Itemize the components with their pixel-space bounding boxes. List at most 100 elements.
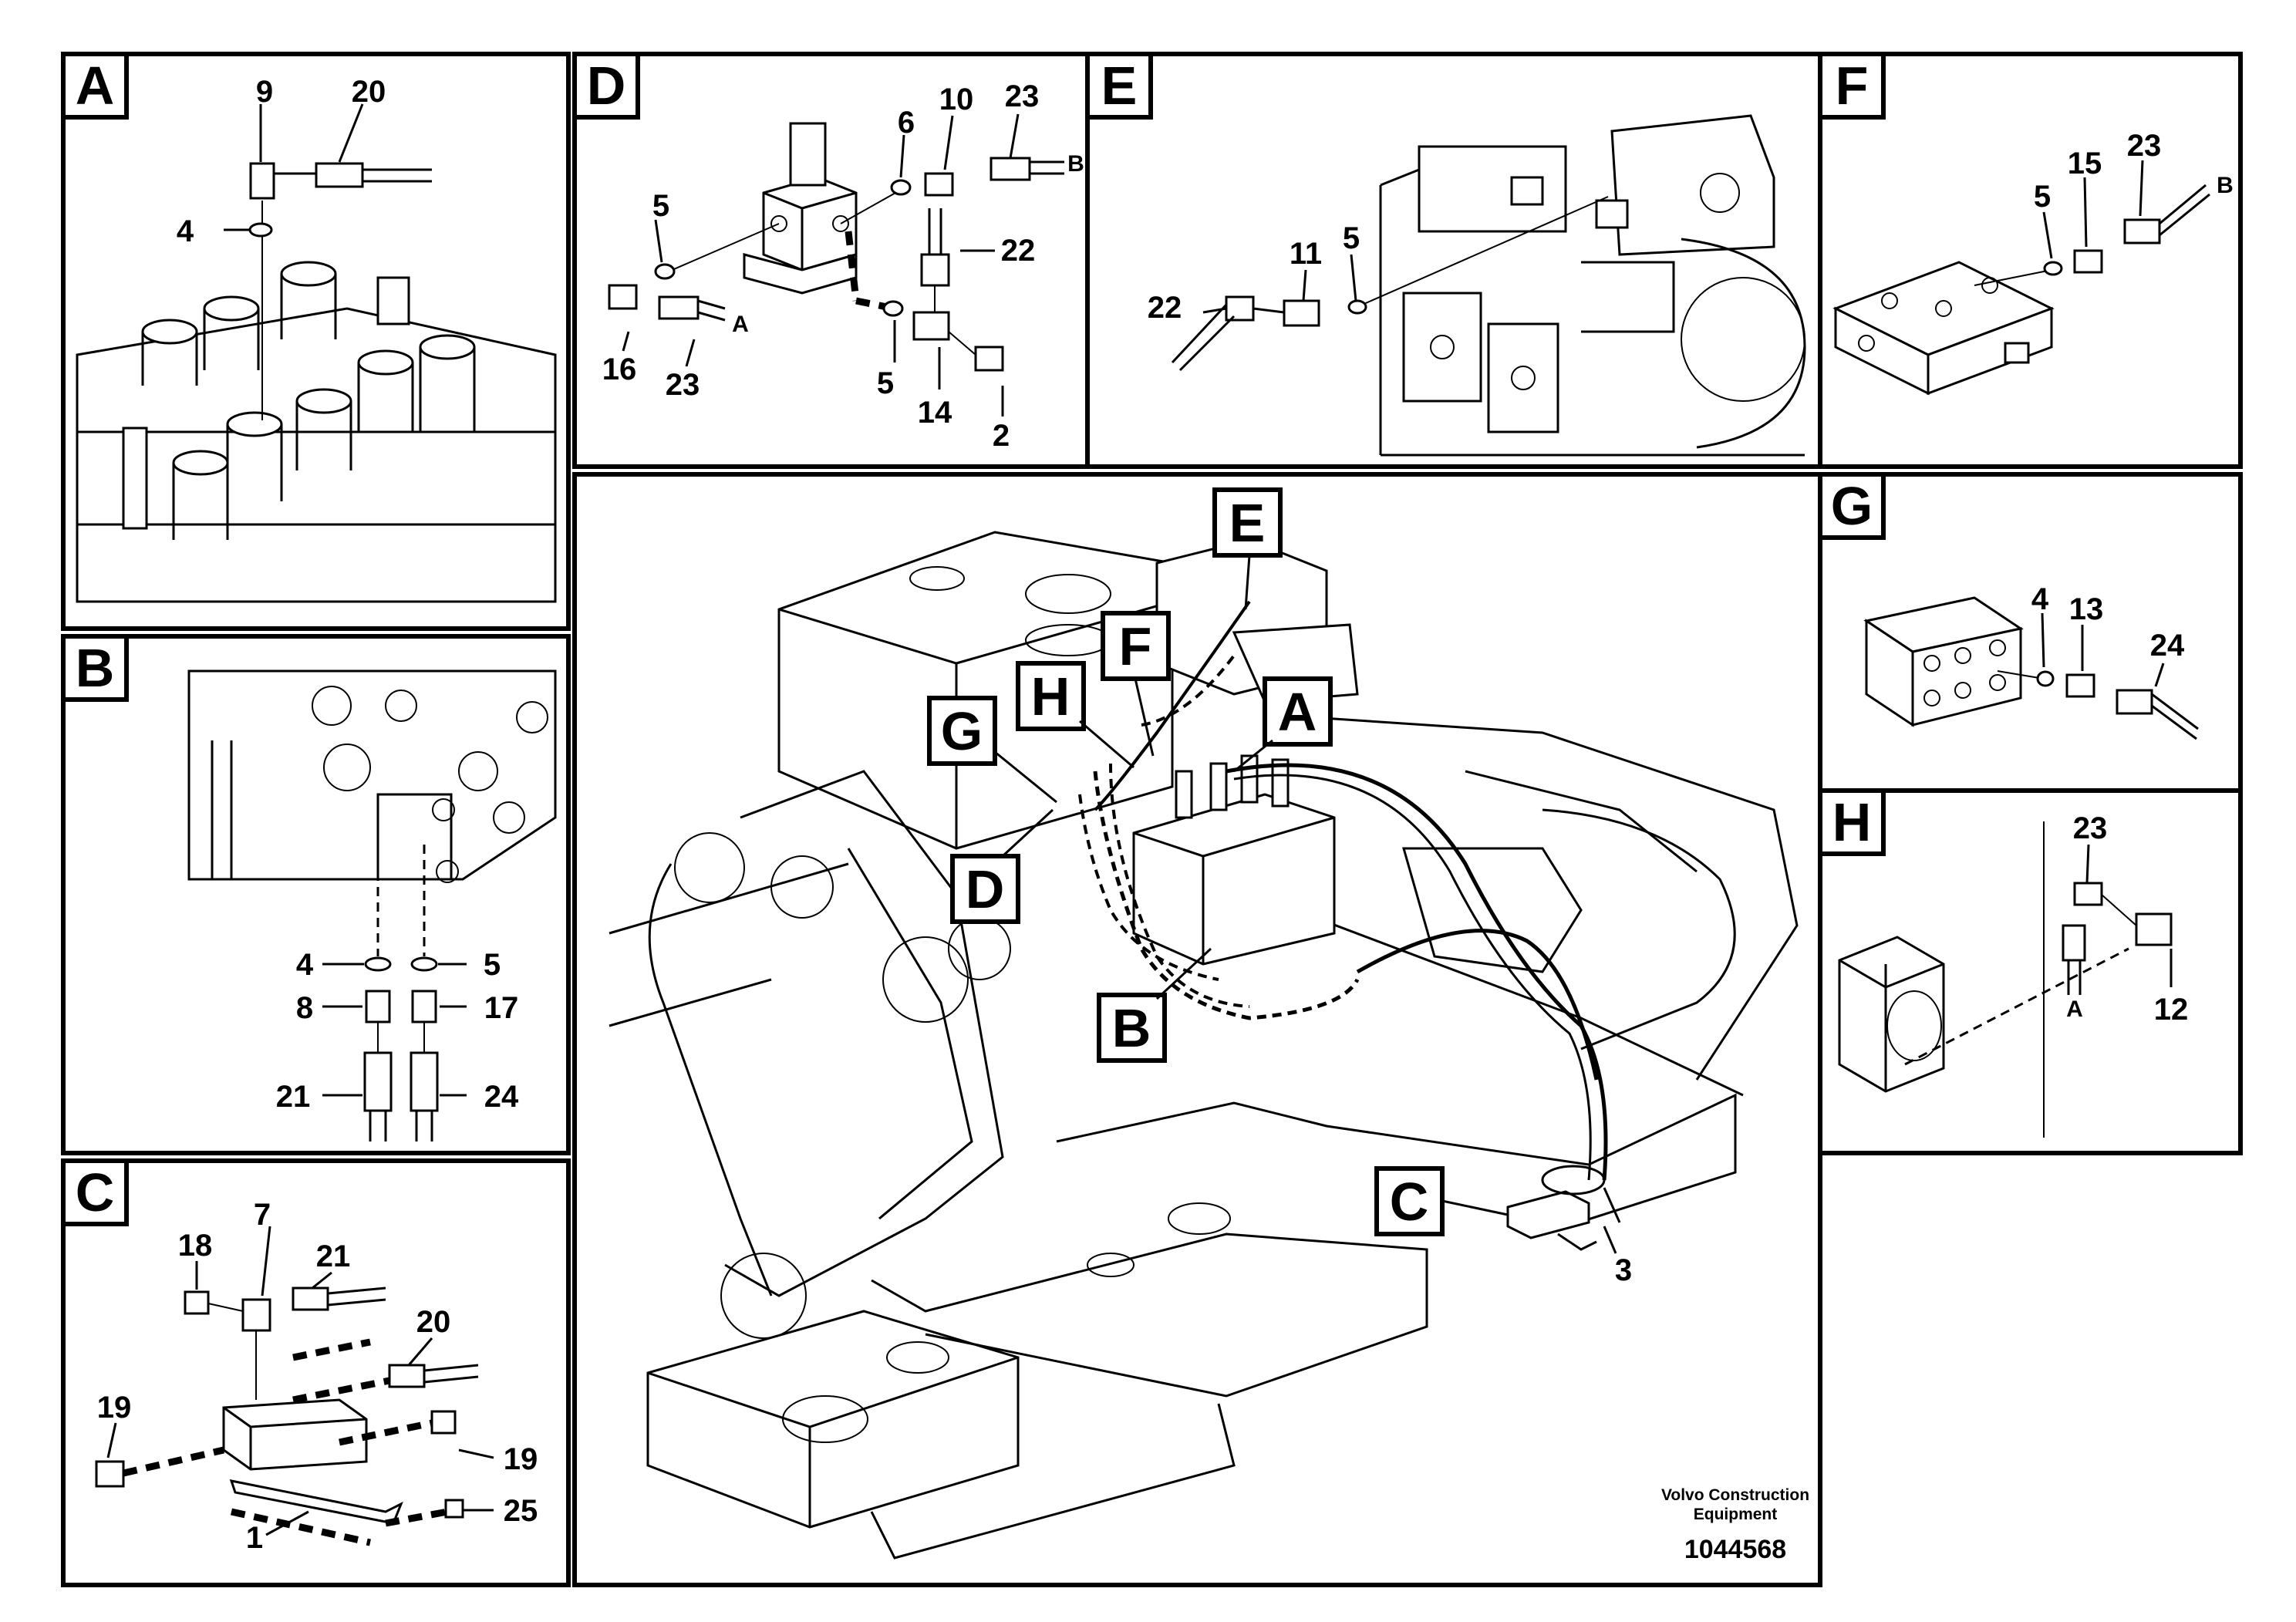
panel-c-tag: C: [76, 1162, 115, 1222]
panel-b: B 4 5 8 17 21 24: [61, 634, 571, 1155]
elbow-fitting-9: [249, 162, 275, 200]
svg-text:H: H: [1031, 666, 1070, 727]
callout-b: B: [2217, 173, 2234, 198]
o-ring-5: [410, 956, 438, 972]
pump-drawing: [1379, 114, 1806, 457]
callout-5: 5: [1343, 221, 1360, 255]
panel-f: F 5 15 23 B: [1818, 52, 2243, 469]
callout-3: 3: [1615, 1253, 1632, 1287]
panel-d-tag: D: [587, 56, 626, 116]
svg-text:E: E: [1229, 493, 1266, 553]
callout-16: 16: [602, 352, 637, 386]
o-ring-4: [364, 956, 392, 972]
callout-23: 23: [666, 368, 700, 402]
callout-11: 11: [1290, 237, 1322, 271]
o-ring-5: [2043, 261, 2063, 276]
panel-h-tag: H: [1832, 792, 1872, 852]
panel-b-tag: B: [76, 638, 115, 698]
hose-fitting-22: [1225, 295, 1255, 322]
panel-a: A 9 20 4: [61, 52, 571, 631]
panel-g: G 4 13 24: [1818, 472, 2243, 793]
callout-19: 19: [504, 1442, 538, 1476]
adapter-13: [2065, 673, 2095, 698]
adapter-17: [411, 990, 437, 1023]
callout-5: 5: [877, 366, 894, 400]
callout-15: 15: [2068, 147, 2102, 180]
callout-a: A: [732, 312, 749, 337]
callout-21: 21: [316, 1239, 351, 1273]
publisher-line2: Equipment: [1694, 1506, 1778, 1523]
callout-25: 25: [504, 1494, 538, 1528]
tag-d: D: [950, 808, 1054, 924]
elbow-11: [1283, 299, 1320, 327]
hose-fitting-20: [388, 1364, 426, 1388]
tag-b: B: [1097, 947, 1212, 1063]
o-ring-4: [248, 222, 273, 238]
callout-17: 17: [484, 991, 519, 1025]
callout-23: 23: [2127, 129, 2162, 163]
plug-18: [184, 1290, 210, 1315]
callout-b: B: [1067, 151, 1084, 177]
tag-g: G: [927, 696, 1057, 804]
manifold-assembly-3: [1506, 1165, 1621, 1251]
hose-fitting-20: [315, 162, 364, 188]
callout-22: 22: [1148, 291, 1182, 325]
callout-4: 4: [177, 214, 194, 248]
panel-d: D 6 10 23 B 5 22 16 23 A 5 14 2: [572, 52, 1090, 469]
hose-23: [658, 295, 700, 320]
adapter-15: [2073, 249, 2103, 274]
o-ring-5: [654, 263, 676, 280]
callout-20: 20: [352, 75, 386, 109]
hose-21: [363, 1051, 393, 1112]
hose-23: [2123, 218, 2161, 244]
o-ring-5: [1347, 299, 1367, 315]
tag-c: C: [1374, 1166, 1509, 1236]
hose-a: [2062, 924, 2086, 962]
callout-12: 12: [2154, 993, 2189, 1027]
tee-14: [912, 311, 950, 341]
adapter-8: [365, 990, 391, 1023]
o-ring-6: [890, 179, 912, 196]
elbow-23: [2073, 882, 2103, 906]
panel-e-tag: E: [1101, 56, 1138, 116]
tag-h: H: [1016, 661, 1135, 769]
callout-7: 7: [254, 1198, 271, 1232]
callout-9: 9: [256, 75, 273, 109]
solenoid: [789, 122, 827, 187]
callout-24: 24: [484, 1080, 519, 1114]
plug-2: [974, 346, 1004, 372]
screw-25: [444, 1499, 464, 1519]
callout-10: 10: [939, 83, 974, 116]
callout-a: A: [2066, 996, 2083, 1022]
callout-19: 19: [97, 1391, 132, 1425]
valve-side-drawing: [187, 669, 557, 883]
callout-14: 14: [918, 396, 952, 430]
svg-text:D: D: [966, 859, 1005, 919]
callout-23: 23: [2073, 811, 2108, 845]
main-view: E F H A G D B: [572, 472, 1822, 1587]
elbow-16: [608, 284, 638, 310]
svg-text:C: C: [1390, 1172, 1429, 1232]
tag-a: A: [1233, 676, 1333, 773]
callout-21: 21: [276, 1080, 311, 1114]
panel-a-tag: A: [76, 56, 115, 116]
callout-24: 24: [2150, 629, 2185, 663]
callout-13: 13: [2069, 592, 2104, 626]
flange-plate-h: [1838, 936, 1945, 1093]
panel-f-tag: F: [1836, 56, 1869, 116]
o-ring-4: [2036, 670, 2055, 687]
hose-fitting-22: [920, 253, 950, 287]
manifold-block: [222, 1398, 368, 1471]
callout-8: 8: [296, 991, 313, 1025]
callout-18: 18: [178, 1229, 213, 1263]
callout-2: 2: [993, 419, 1010, 453]
hose-24: [410, 1051, 439, 1112]
panel-h: H 23 A 12: [1818, 788, 2243, 1155]
bracket-1: [229, 1479, 403, 1525]
callout-22: 22: [1001, 234, 1036, 268]
callout-6: 6: [898, 106, 915, 140]
publisher-line1: Volvo Construction: [1661, 1486, 1809, 1504]
callout-4: 4: [296, 948, 314, 982]
hose-23: [990, 157, 1031, 181]
